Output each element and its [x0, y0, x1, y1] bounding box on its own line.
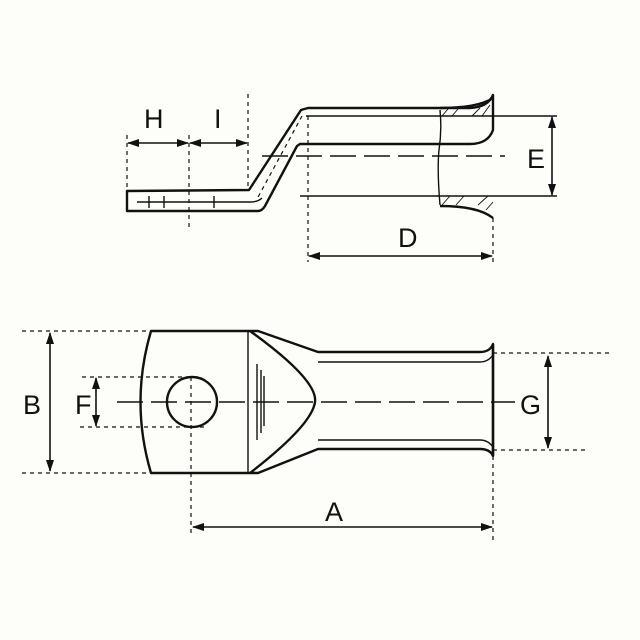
- side-view-flare-bottom: [439, 204, 494, 219]
- side-view-flare-top: [439, 96, 494, 110]
- top-view-outline: [139, 329, 495, 475]
- side-view-inner-diagonal: [256, 115, 303, 200]
- side-view-hatch-top: [441, 104, 491, 117]
- side-view-hatch-bottom: [441, 195, 494, 211]
- label-i: I: [214, 104, 222, 134]
- side-view-break-line: [437, 109, 442, 206]
- side-view-outline: [125, 93, 495, 213]
- label-f: F: [75, 390, 92, 420]
- label-a: A: [325, 497, 343, 527]
- side-view-bottom-inner: [137, 197, 263, 203]
- label-g: G: [520, 390, 541, 420]
- barrel-inner-top: [318, 354, 494, 363]
- side-view-tick1: [148, 196, 215, 208]
- barrel-inner-bottom: [318, 439, 494, 448]
- top-view: B F G A: [22, 329, 610, 540]
- side-view: H I D E: [125, 93, 557, 262]
- label-h: H: [144, 104, 164, 134]
- label-b: B: [23, 390, 41, 420]
- label-e: E: [527, 144, 545, 174]
- label-d: D: [398, 223, 418, 253]
- barrel-transition-curve: [249, 330, 317, 474]
